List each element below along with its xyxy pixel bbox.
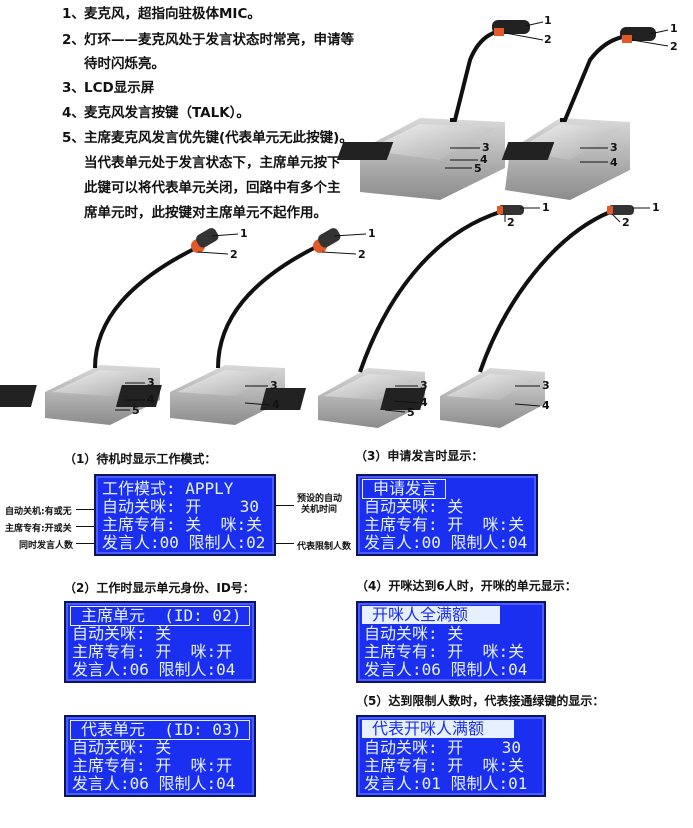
unit-top-b [501, 27, 656, 200]
mark-4: 4 [420, 396, 428, 409]
mark-1: 1 [240, 227, 248, 240]
caption-5: （5）达到限制人数时，代表接通绿键的显示： [356, 694, 605, 708]
mark-3: 3 [610, 141, 618, 154]
lcd-standby: 工作模式: APPLY 自动关咪: 开 30 主席专有: 关 咪:关 发言人:0… [94, 474, 276, 556]
mark-4: 4 [610, 156, 618, 169]
leader-line [272, 505, 294, 506]
mark-4: 4 [480, 153, 488, 166]
mark-2: 2 [670, 40, 678, 53]
unit-top-a [336, 20, 530, 200]
unit-bottom-1 [0, 228, 219, 425]
lcd-header: 申请发言 [362, 479, 446, 499]
mark-1: 1 [368, 227, 376, 240]
note-4: 4、麦克风发言按键（TALK）。 [62, 105, 250, 121]
mark-2: 2 [230, 248, 238, 261]
mark-3: 3 [270, 379, 278, 392]
lcd-row: 发言人:06 限制人:04 [364, 660, 528, 679]
lcd-row: 主席专有: 开 咪:关 [364, 515, 525, 534]
unit-bottom-2 [115, 228, 341, 425]
label-preset-2: 关机时间 [301, 505, 338, 515]
note-2: 2、灯环——麦克风处于发言状态时常亮，申请等 [62, 32, 354, 48]
note-5-cont-1: 当代表单元处于发言状态下，主席单元按下 [84, 155, 341, 171]
mark-3: 3 [420, 379, 428, 392]
note-5: 5、主席麦克风发言优先键(代表单元无此按键)。 [62, 130, 353, 146]
label-chair-only: 主席专有:开或关 [5, 524, 72, 534]
mark-4: 4 [542, 399, 550, 412]
label-limit: 代表限制人数 [297, 542, 352, 552]
mark-2: 2 [358, 248, 366, 261]
mark-1: 1 [544, 14, 552, 27]
mark-1: 1 [542, 201, 550, 214]
mark-3: 3 [542, 379, 550, 392]
lcd-row: 主席专有: 开 咪:关 [364, 756, 525, 775]
label-speakers: 同时发言人数 [19, 541, 74, 551]
mark-3: 3 [482, 141, 490, 154]
lcd-header: 开咪人全满额 [362, 606, 500, 624]
lcd-row: 主席专有: 开 咪:开 [72, 756, 233, 775]
lcd-row: 自动关咪: 关 [72, 624, 172, 643]
lcd-header: 代表开咪人满额 [362, 720, 514, 738]
caption-2: （2）工作时显示单元身份、ID号： [64, 581, 255, 595]
lcd-row: 发言人:00 限制人:02 [102, 533, 266, 552]
caption-3: （3）申请发言时显示： [355, 449, 484, 463]
lcd-row: 发言人:06 限制人:04 [72, 660, 236, 679]
note-5-cont-3: 席单元时，此按键对主席单元不起作用。 [84, 205, 327, 221]
lcd-delegate: 代表单元 (ID: 03) 自动关咪: 关 主席专有: 开 咪:开 发言人:06… [64, 715, 256, 797]
lcd-chairman: 主席单元 (ID: 02) 自动关咪: 关 主席专有: 开 咪:开 发言人:06… [64, 601, 256, 683]
lcd-header: 主席单元 (ID: 02) [70, 606, 250, 626]
lcd-row: 主席专有: 关 咪:关 [102, 515, 263, 534]
mark-5: 5 [132, 404, 140, 417]
mark-1: 1 [652, 201, 660, 214]
mark-2: 2 [544, 33, 552, 46]
mark-3: 3 [147, 376, 155, 389]
unit-bottom-3 [260, 205, 524, 428]
lcd-row: 发言人:06 限制人:04 [72, 774, 236, 793]
leader-line [76, 543, 98, 544]
mark-4: 4 [147, 393, 155, 406]
mark-2: 2 [507, 216, 515, 229]
leader-line [76, 509, 98, 510]
leader-line [272, 543, 294, 544]
microphone-units-illustration [0, 20, 669, 428]
mark-2: 2 [622, 216, 630, 229]
lcd-row: 主席专有: 开 咪:开 [72, 642, 233, 661]
note-5-cont-2: 此键可以将代表单元关闭，回路中有多个主 [84, 180, 341, 196]
unit-bottom-4 [380, 205, 634, 428]
lcd-request: 申请发言 自动关咪: 关 主席专有: 开 咪:关 发言人:00 限制人:04 [356, 474, 538, 556]
lcd-row: 自动关咪: 开 30 [364, 738, 522, 757]
lcd-limit-reached: 代表开咪人满额 自动关咪: 开 30 主席专有: 开 咪:关 发言人:01 限制… [356, 715, 546, 797]
lcd-header: 工作模式: APPLY [102, 479, 234, 498]
label-auto-off: 自动关机:有或无 [5, 507, 72, 517]
lcd-row: 自动关咪: 关 [364, 624, 464, 643]
note-1: 1、麦克风，超指向驻极体MIC。 [62, 6, 261, 22]
lcd-row: 发言人:00 限制人:04 [364, 533, 528, 552]
mark-4: 4 [272, 398, 280, 411]
lcd-full: 开咪人全满额 自动关咪: 关 主席专有: 开 咪:关 发言人:06 限制人:04 [356, 601, 546, 683]
mark-5: 5 [474, 162, 482, 175]
mark-1: 1 [670, 22, 678, 35]
note-3: 3、LCD显示屏 [62, 80, 155, 96]
lcd-row: 自动关咪: 关 [72, 738, 172, 757]
lcd-row: 自动关咪: 开 30 [102, 497, 260, 516]
caption-1: （1）待机时显示工作模式： [64, 452, 217, 466]
caption-4: （4）开咪达到6人时，开咪的单元显示： [356, 579, 577, 593]
lcd-row: 主席专有: 开 咪:关 [364, 642, 525, 661]
note-2-cont: 待时闪烁亮。 [84, 56, 165, 72]
leader-line [76, 526, 98, 527]
lcd-row: 自动关咪: 关 [364, 497, 464, 516]
lcd-row: 发言人:01 限制人:01 [364, 774, 528, 793]
label-preset: 预设的自动 [297, 494, 343, 504]
lcd-header: 代表单元 (ID: 03) [70, 720, 250, 740]
mark-5: 5 [407, 406, 415, 419]
